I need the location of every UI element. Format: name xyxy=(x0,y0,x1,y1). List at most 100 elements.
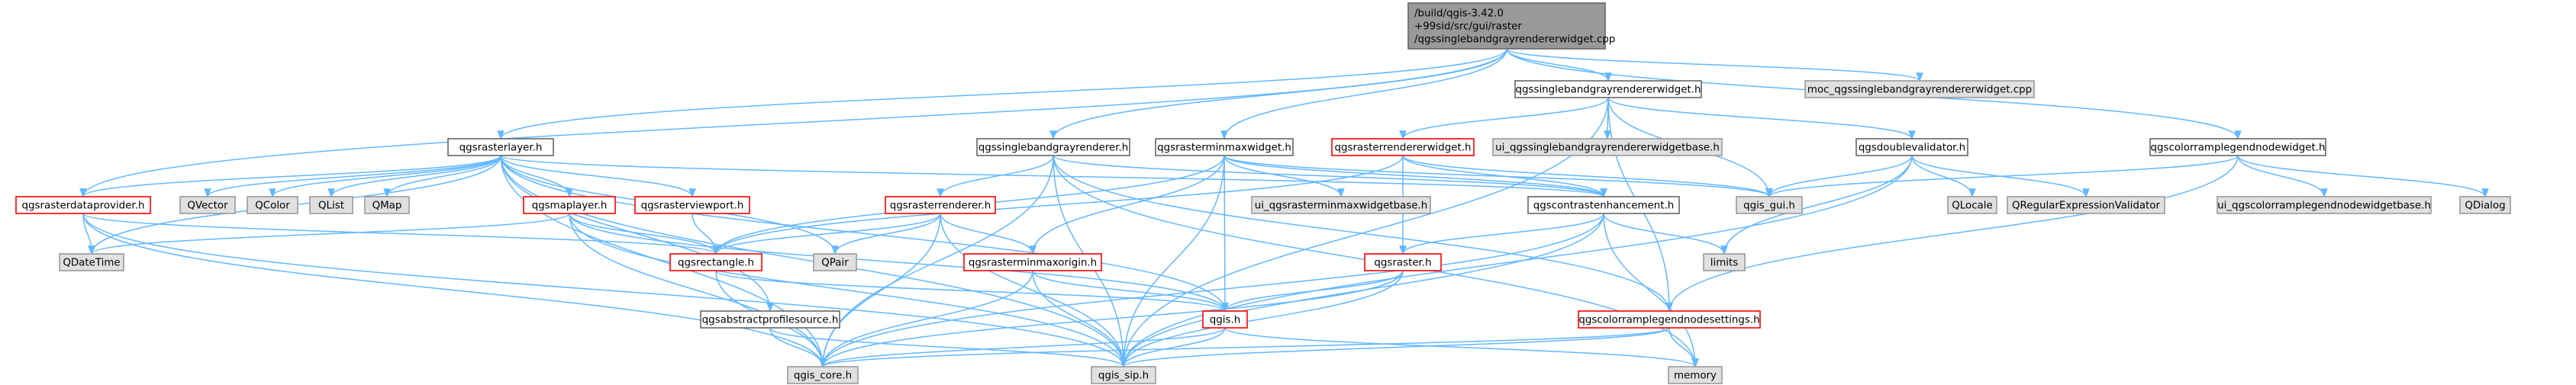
edge-root-to-qgssinglebandgrayrendererwidget_h xyxy=(1506,48,1612,82)
node-box xyxy=(885,196,996,214)
edge-qgsmaplayer_h-to-qgis_sip_h xyxy=(569,213,1127,368)
edge-qgsrasterdataprovider_h-to-qgsrectangle_h xyxy=(82,213,720,255)
node-box xyxy=(15,196,151,214)
node-box xyxy=(1804,80,2035,98)
node-label: qgis.h xyxy=(1210,315,1240,326)
node-QLocale: QLocale xyxy=(1947,196,1997,214)
node-label: qgscontrastenhancement.h xyxy=(1533,201,1674,212)
edge-qgsrasterlayer_h-to-qgsabstractprofilesource_h xyxy=(500,155,774,313)
node-box xyxy=(813,253,857,271)
node-qgsrasterminmaxwidget-h[interactable]: qgsrasterminmaxwidget.h xyxy=(1155,138,1294,156)
node-label: QPair xyxy=(821,258,849,269)
edge-qgsrasterminmaxwidget_h-to-qgscontrastenhancement_h xyxy=(1224,155,1607,198)
node-label: QDateTime xyxy=(63,258,120,269)
edge-root-to-qgssinglebandgrayrenderer_h xyxy=(1049,48,1507,140)
node-label: QDialog xyxy=(2465,201,2505,212)
node-qgscolorramplegendnodesettings-h[interactable]: qgscolorramplegendnodesettings.h xyxy=(1578,310,1761,329)
node-qgsdoublevalidator-h[interactable]: qgsdoublevalidator.h xyxy=(1855,138,1968,156)
edge-qgscolorramplegendnodesettings_h-to-qgis_sip_h xyxy=(1120,327,1670,368)
node-QPair: QPair xyxy=(813,253,857,271)
node-box xyxy=(59,253,124,271)
edge-qgsmaplayer_h-to-QDateTime xyxy=(88,213,570,255)
node-box xyxy=(1492,138,1723,156)
edge-qgis_h-to-qgis_sip_h xyxy=(1120,327,1226,368)
edge-qgsmaplayer_h-to-qgis_core_h xyxy=(569,213,827,368)
node-box xyxy=(247,196,298,214)
edge-qgscontrastenhancement_h-to-qgis_core_h xyxy=(819,213,1604,368)
node-qgsabstractprofilesource-h[interactable]: qgsabstractprofilesource.h xyxy=(700,310,840,329)
node-qgsrasterminmaxorigin-h[interactable]: qgsrasterminmaxorigin.h xyxy=(963,253,1102,271)
node-box xyxy=(1736,196,1803,214)
node-qgis-gui-h: qgis_gui.h xyxy=(1736,196,1803,214)
node-qgscontrastenhancement-h[interactable]: qgscontrastenhancement.h xyxy=(1527,196,1680,214)
node-qgis-h[interactable]: qgis.h xyxy=(1202,310,1248,329)
edge-qgssinglebandgrayrenderer_h-to-qgscontrastenhancement_h xyxy=(1053,155,1607,198)
edge-qgsrasterlayer_h-to-QVector xyxy=(204,155,501,198)
node-qgsrasterdataprovider-h[interactable]: qgsrasterdataprovider.h xyxy=(15,196,151,214)
node-label: QList xyxy=(318,201,344,212)
node-label: qgsrectangle.h xyxy=(678,258,754,269)
edge-qgsrasterminmaxorigin_h-to-qgis_core_h xyxy=(819,270,1033,368)
node-box xyxy=(1251,196,1431,214)
node-box xyxy=(2007,196,2165,214)
node-qgscolorramplegendnodewidget-h[interactable]: qgscolorramplegendnodewidget.h xyxy=(2149,138,2326,156)
edge-qgscontrastenhancement_h-to-limits xyxy=(1603,213,1728,255)
node-label: moc_qgssinglebandgrayrendererwidget.cpp xyxy=(1807,85,2032,96)
node-qgsrasterviewport-h[interactable]: qgsrasterviewport.h xyxy=(634,196,750,214)
edge-layer xyxy=(79,48,2489,368)
node-qgsrasterrenderer-h[interactable]: qgsrasterrenderer.h xyxy=(885,196,996,214)
node-root: /build/qgis-3.42.0+99sid/src/gui/raster/… xyxy=(1407,2,1615,50)
node-label: qgis_core.h xyxy=(794,371,852,382)
edge-qgssinglebandgrayrenderer_h-to-qgscolorramplegendnodesettings_h xyxy=(1053,155,1673,313)
node-box xyxy=(1668,366,1723,384)
node-label: QColor xyxy=(255,201,290,212)
node-label: qgis_sip.h xyxy=(1098,371,1149,382)
node-QVector: QVector xyxy=(179,196,236,214)
node-qgsrectangle-h[interactable]: qgsrectangle.h xyxy=(669,253,762,271)
node-label: qgsrasterrendererwidget.h xyxy=(1335,143,1472,154)
edge-qgsrasterlayer_h-to-qgsrasterdataprovider_h xyxy=(79,155,501,198)
node-qgsmaplayer-h[interactable]: qgsmaplayer.h xyxy=(523,196,616,214)
node-box xyxy=(1155,138,1294,156)
node-label: qgis_gui.h xyxy=(1743,201,1795,212)
node-box xyxy=(1855,138,1968,156)
node-qgsrasterrendererwidget-h[interactable]: qgsrasterrendererwidget.h xyxy=(1331,138,1475,156)
node-box xyxy=(700,310,840,329)
edge-root-to-moc_cpp xyxy=(1506,48,1923,82)
edge-qgsrasterlayer_h-to-QList xyxy=(327,155,501,198)
edge-qgsrasterlayer_h-to-qgsrasterviewport_h xyxy=(500,155,696,198)
edge-qgsraster_h-to-qgis_h xyxy=(1221,270,1404,313)
node-QMap: QMap xyxy=(364,196,410,214)
edge-root-to-qgsrasterminmaxwidget_h xyxy=(1220,48,1507,140)
node-label: limits xyxy=(1710,258,1738,269)
edge-qgsrasterlayer_h-to-QMap xyxy=(383,155,501,198)
edge-qgsrasterlayer_h-to-qgscontrastenhancement_h xyxy=(500,155,1607,198)
node-qgsraster-h[interactable]: qgsraster.h xyxy=(1364,253,1442,271)
node-label: QLocale xyxy=(1952,201,1992,212)
node-label: qgssinglebandgrayrenderer.h xyxy=(978,143,1129,154)
edge-qgis_h-to-memory xyxy=(1224,327,1699,368)
node-label: qgsrasterminmaxwidget.h xyxy=(1157,143,1291,154)
node-label: QVector xyxy=(187,201,228,212)
node-box xyxy=(976,138,1130,156)
edge-qgsrasterminmaxorigin_h-to-qgis_h xyxy=(1032,270,1229,313)
edge-qgsrasterrenderer_h-to-qgsrasterminmaxorigin_h xyxy=(940,213,1037,255)
node-box xyxy=(1202,310,1248,329)
edge-qgsrasterminmaxwidget_h-to-qgsrasterminmaxorigin_h xyxy=(1029,155,1225,255)
node-memory: memory xyxy=(1668,366,1723,384)
node-box xyxy=(787,366,859,384)
edge-qgssinglebandgrayrendererwidget_h-to-qgsdoublevalidator_h xyxy=(1607,97,1916,140)
node-label: QMap xyxy=(372,201,402,212)
node-box xyxy=(179,196,236,214)
node-QRegularExpressionValidator: QRegularExpressionValidator xyxy=(2007,196,2165,214)
node-limits: limits xyxy=(1703,253,1746,271)
node-qgssinglebandgrayrenderer-h[interactable]: qgssinglebandgrayrenderer.h xyxy=(976,138,1130,156)
edge-qgssinglebandgrayrenderer_h-to-qgsrasterrenderer_h xyxy=(937,155,1054,198)
node-qgsrasterlayer-h[interactable]: qgsrasterlayer.h xyxy=(447,138,554,156)
node-label: /build/qgis-3.42.0 xyxy=(1414,8,1504,20)
node-qgssinglebandgrayrendererwidget-h[interactable]: qgssinglebandgrayrendererwidget.h xyxy=(1514,80,1702,98)
edge-qgscolorramplegendnodewidget_h-to-QDialog xyxy=(2237,155,2489,198)
node-box xyxy=(1527,196,1680,214)
node-box xyxy=(634,196,750,214)
